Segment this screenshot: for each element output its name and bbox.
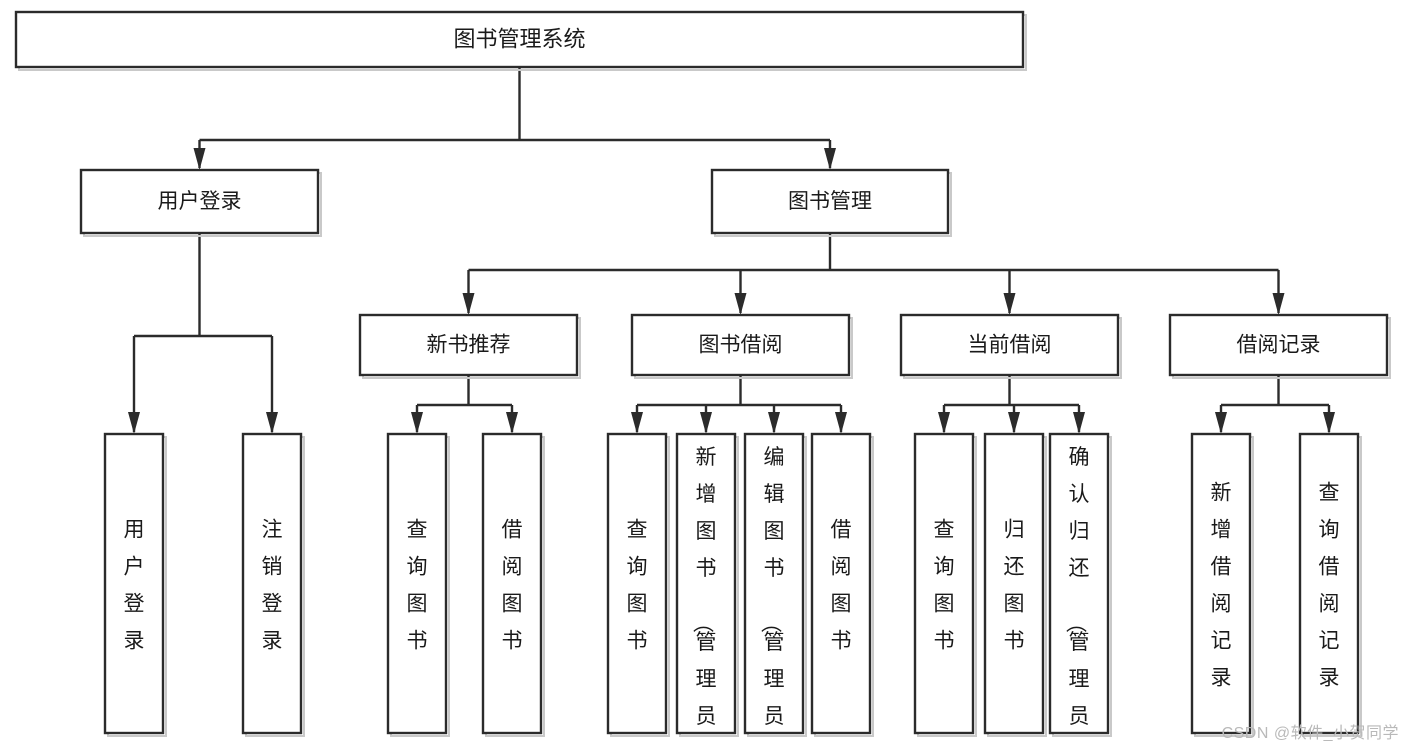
- leaf-node-box: 归还图书: [983, 432, 1047, 737]
- leaf-node-box: 确认归还（管理员）: [1048, 432, 1112, 747]
- level1-node-box: 用户登录: [79, 168, 322, 237]
- leaf-node-label: 用户登录: [124, 519, 145, 653]
- leaf-node-box: 新增借阅记录: [1190, 432, 1254, 737]
- leaf-node-box: 用户登录: [103, 432, 167, 737]
- arrow-head-icon: [631, 412, 643, 434]
- level2-node-label: 新书推荐: [427, 334, 511, 357]
- arrow-head-icon: [768, 412, 780, 434]
- leaf-node-label: 注销登录: [262, 519, 283, 653]
- arrow-head-icon: [266, 412, 278, 434]
- level2-node-box: 新书推荐: [358, 313, 581, 379]
- arrow-head-icon: [835, 412, 847, 434]
- leaf-node-label: 查询借阅记录: [1319, 482, 1340, 690]
- leaf-node-box: 查询图书: [386, 432, 450, 737]
- arrow-head-icon: [824, 148, 836, 170]
- leaf-node-label: 新增图书（管理员）: [691, 446, 717, 747]
- arrow-head-icon: [1323, 412, 1335, 434]
- arrow-head-icon: [506, 412, 518, 434]
- arrow-head-icon: [1215, 412, 1227, 434]
- arrow-head-icon: [734, 293, 747, 315]
- arrow-head-icon: [193, 148, 206, 170]
- arrow-head-icon: [462, 293, 475, 315]
- leaf-node-box: 借阅图书: [481, 432, 545, 737]
- level1-node-label: 用户登录: [158, 190, 242, 213]
- arrow-head-icon: [1008, 412, 1020, 434]
- leaf-node-label: 确认归还（管理员）: [1064, 446, 1090, 747]
- level2-node-label: 当前借阅: [968, 334, 1052, 357]
- level2-node-label: 图书借阅: [699, 334, 783, 357]
- leaf-node-box: 新增图书（管理员）: [675, 432, 739, 747]
- leaf-node-label: 查询图书: [627, 519, 648, 653]
- level2-node-box: 图书借阅: [630, 313, 853, 379]
- arrow-head-icon: [1003, 293, 1016, 315]
- level1-node-label: 图书管理: [788, 190, 872, 213]
- root-node-label: 图书管理系统: [453, 26, 585, 51]
- leaf-node-box: 借阅图书: [810, 432, 874, 737]
- leaf-node-label: 查询图书: [934, 519, 955, 653]
- leaf-node-label: 编辑图书（管理员）: [759, 446, 785, 747]
- leaf-node-box: 查询图书: [606, 432, 670, 737]
- node-layer: 图书管理系统用户登录图书管理新书推荐图书借阅当前借阅借阅记录用户登录注销登录查询…: [14, 10, 1391, 747]
- leaf-node-box: 查询借阅记录: [1298, 432, 1362, 737]
- leaf-node-label: 借阅图书: [831, 519, 852, 653]
- leaf-node-label: 归还图书: [1004, 519, 1025, 653]
- level2-node-box: 当前借阅: [899, 313, 1122, 379]
- level2-node-label: 借阅记录: [1237, 334, 1321, 357]
- level2-node-box: 借阅记录: [1168, 313, 1391, 379]
- arrow-head-icon: [128, 412, 140, 434]
- level1-node-box: 图书管理: [710, 168, 952, 237]
- leaf-node-label: 新增借阅记录: [1211, 482, 1232, 690]
- leaf-node-label: 借阅图书: [502, 519, 523, 653]
- leaf-node-label: 查询图书: [407, 519, 428, 653]
- root-node-box: 图书管理系统: [14, 10, 1027, 71]
- arrow-head-icon: [1073, 412, 1085, 434]
- arrow-head-icon: [411, 412, 423, 434]
- leaf-node-box: 注销登录: [241, 432, 305, 737]
- arrow-head-icon: [938, 412, 950, 434]
- leaf-node-box: 编辑图书（管理员）: [743, 432, 807, 747]
- arrow-head-icon: [1272, 293, 1285, 315]
- leaf-node-box: 查询图书: [913, 432, 977, 737]
- connector-layer: [128, 67, 1335, 434]
- arrow-head-icon: [700, 412, 712, 434]
